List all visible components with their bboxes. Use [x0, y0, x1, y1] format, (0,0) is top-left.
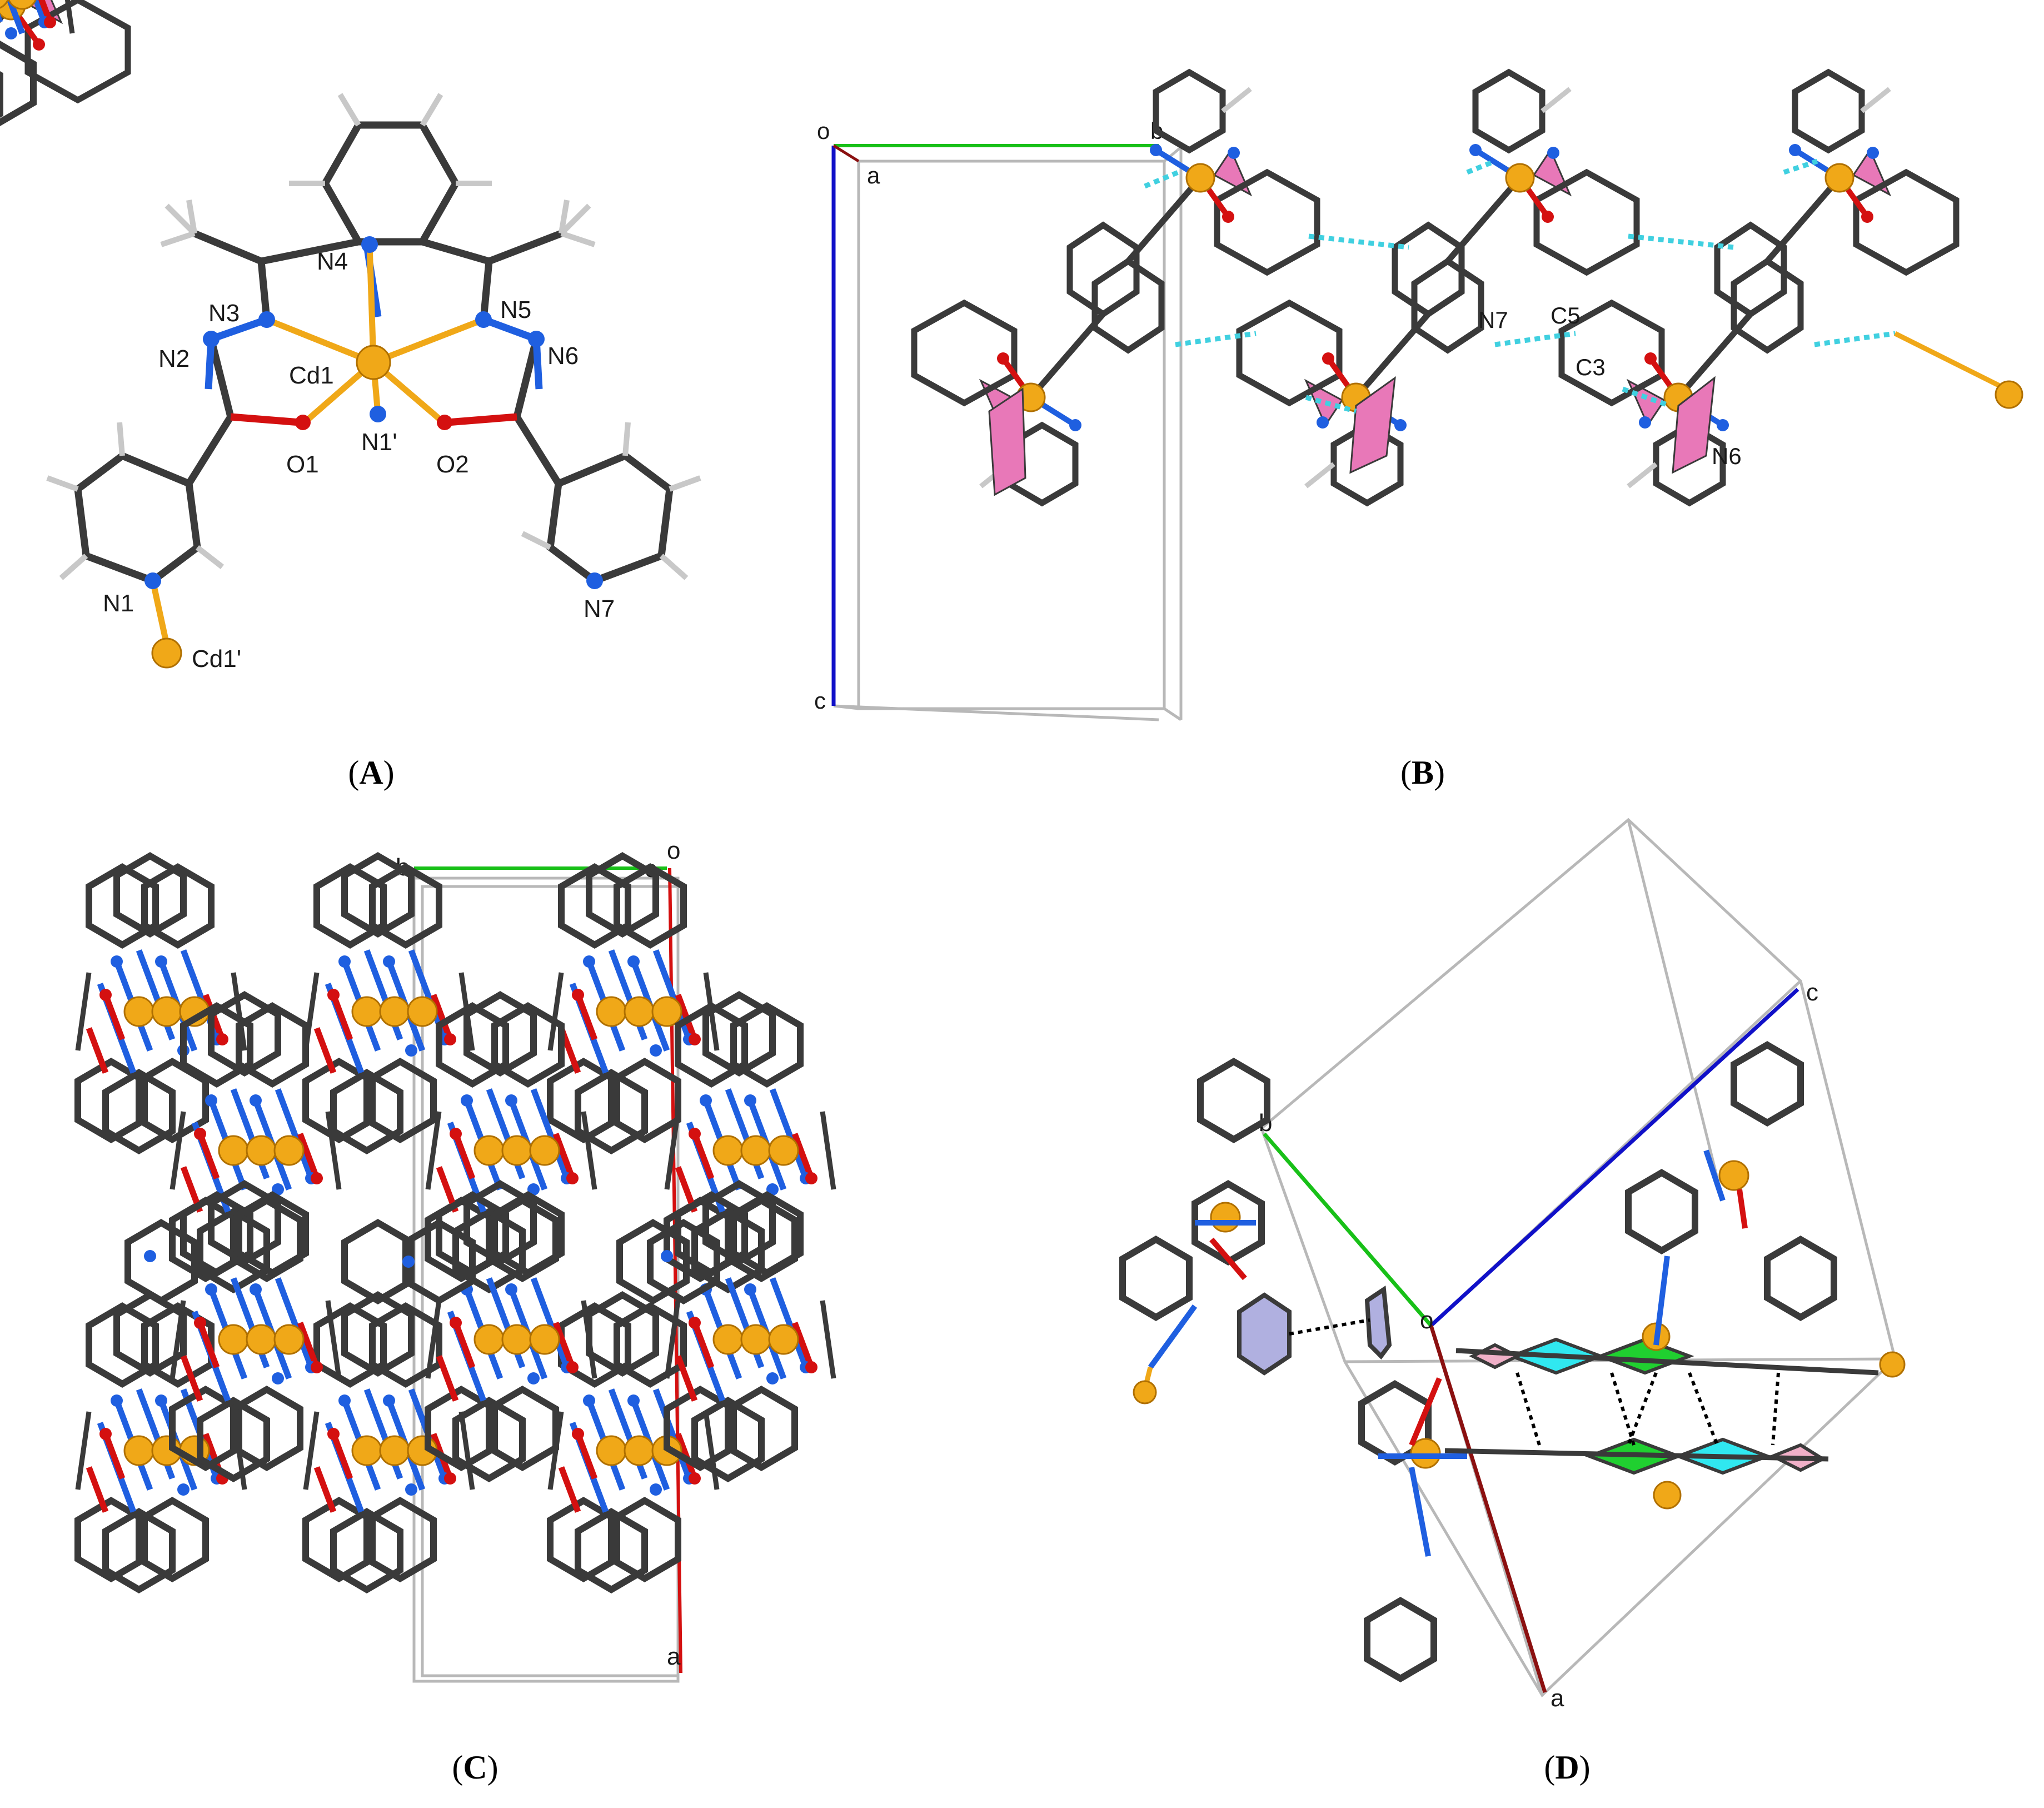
label-cd1: Cd1: [289, 362, 334, 389]
panel-d: c b o a: [1123, 818, 1906, 1786]
axis-label-o-b: o: [817, 118, 830, 144]
axis-label-o-d: o: [1420, 1307, 1433, 1334]
label-n7: N7: [584, 595, 615, 622]
lower-complex-d: [1362, 1377, 1467, 1678]
left-complex-d: [1123, 1062, 1392, 1404]
panel-c: b c o a: [0, 0, 834, 1786]
caption-c: (C): [452, 1749, 498, 1786]
axis-label-c-d: c: [1806, 979, 1818, 1006]
caption-d: (D): [1544, 1749, 1590, 1786]
label-n6: N6: [547, 342, 579, 370]
label-n3: N3: [208, 300, 240, 327]
axis-label-a-b: a: [867, 162, 880, 188]
label-o2: O2: [436, 451, 469, 478]
packed-cluster-c: [0, 0, 75, 133]
axis-a-line-d: [1429, 1324, 1547, 1694]
unit-cell-b: [833, 146, 1183, 721]
label-n5: N5: [500, 296, 531, 323]
cd1-atom: [356, 345, 391, 380]
label-c3-b: C3: [1576, 354, 1606, 380]
hydrogen-bonds-b: [1144, 158, 1896, 414]
label-n1-prime: N1': [361, 429, 397, 456]
label-n2: N2: [158, 345, 190, 372]
unit-cell-d: [1260, 818, 1897, 1697]
cd1-prime-atom: [151, 637, 182, 669]
label-c5-b: C5: [1551, 302, 1581, 328]
upper-right-complex-d: [1628, 1045, 1834, 1346]
central-pyridine-ring: [321, 121, 460, 246]
axis-b-line-d: [1263, 1132, 1433, 1327]
atoms-a: [144, 236, 603, 669]
label-cd1-prime: Cd1': [192, 645, 241, 673]
axis-label-a-d: a: [1551, 1685, 1564, 1712]
label-n1: N1: [103, 590, 134, 617]
label-o1: O1: [286, 451, 319, 478]
axis-a-line: [832, 144, 860, 163]
label-n7-b: N7: [1478, 307, 1508, 333]
axis-label-o-c: o: [667, 837, 680, 864]
ligand-backbone-a: [186, 230, 563, 486]
caption-b: (B): [1400, 754, 1445, 791]
axis-c-line-d: [1429, 988, 1799, 1327]
label-n6-b: N6: [1712, 443, 1742, 469]
panel-a: N4 N3 N5 N2 Cd1 N6 O1 N1' O2 N1 N7 Cd1' …: [46, 93, 701, 791]
axis-label-c-b: c: [814, 688, 826, 714]
caption-a: (A): [348, 754, 394, 791]
label-n4: N4: [317, 248, 348, 275]
central-linkers-c: [128, 1223, 717, 1301]
axis-label-a-c: a: [667, 1643, 681, 1670]
panel-b: o a b c: [0, 0, 2023, 791]
